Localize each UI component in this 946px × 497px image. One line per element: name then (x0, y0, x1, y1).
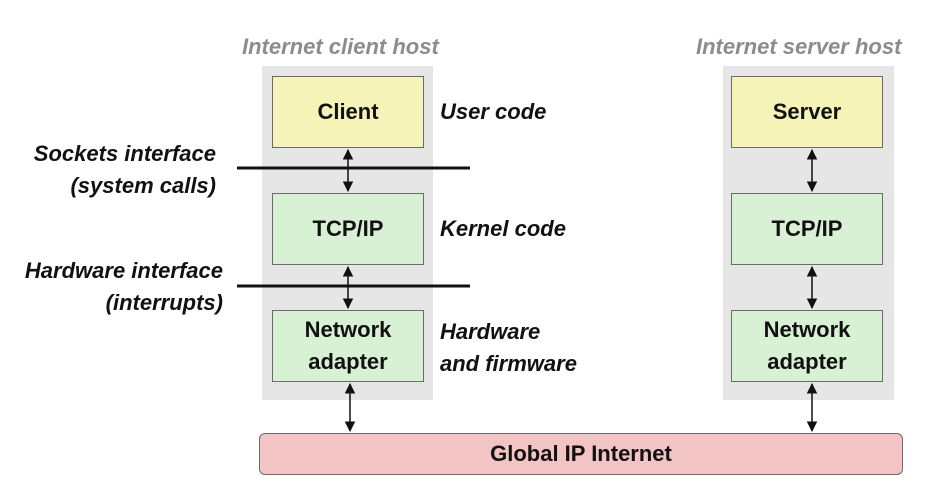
client-tcpip-box: TCP/IP (272, 193, 424, 265)
server-host-title: Internet server host (696, 34, 902, 59)
hardware-firmware-line1: Hardware (440, 319, 541, 344)
global-ip-internet-box: Global IP Internet (259, 433, 903, 475)
hardware-firmware-line2: and firmware (440, 351, 577, 376)
server-tcpip-box: TCP/IP (731, 193, 883, 265)
server-adapter-line2: adapter (767, 349, 847, 374)
hardware-interface-label: Hardware interface (interrupts) (25, 255, 223, 319)
hardware-interface-line1: Hardware interface (24, 258, 223, 283)
client-box: Client (272, 76, 424, 148)
client-label: Client (317, 99, 379, 124)
sockets-interface-line2: (system calls) (70, 173, 216, 198)
sockets-interface-label: Sockets interface (system calls) (34, 138, 216, 202)
hardware-firmware-label: Hardware and firmware (440, 316, 577, 380)
server-network-adapter-box: Network adapter (731, 310, 883, 382)
client-host-title: Internet client host (242, 34, 439, 59)
server-box: Server (731, 76, 883, 148)
client-network-adapter-box: Network adapter (272, 310, 424, 382)
user-code-label: User code (440, 99, 547, 124)
global-ip-internet-label: Global IP Internet (490, 441, 672, 466)
kernel-code-label: Kernel code (440, 216, 566, 241)
client-adapter-line1: Network (304, 317, 392, 342)
hardware-interface-line2: (interrupts) (105, 290, 223, 315)
client-tcpip-label: TCP/IP (312, 216, 384, 241)
sockets-interface-line1: Sockets interface (33, 141, 216, 166)
server-tcpip-label: TCP/IP (771, 216, 843, 241)
server-label: Server (772, 99, 842, 124)
server-adapter-line1: Network (763, 317, 851, 342)
client-adapter-line2: adapter (308, 349, 388, 374)
